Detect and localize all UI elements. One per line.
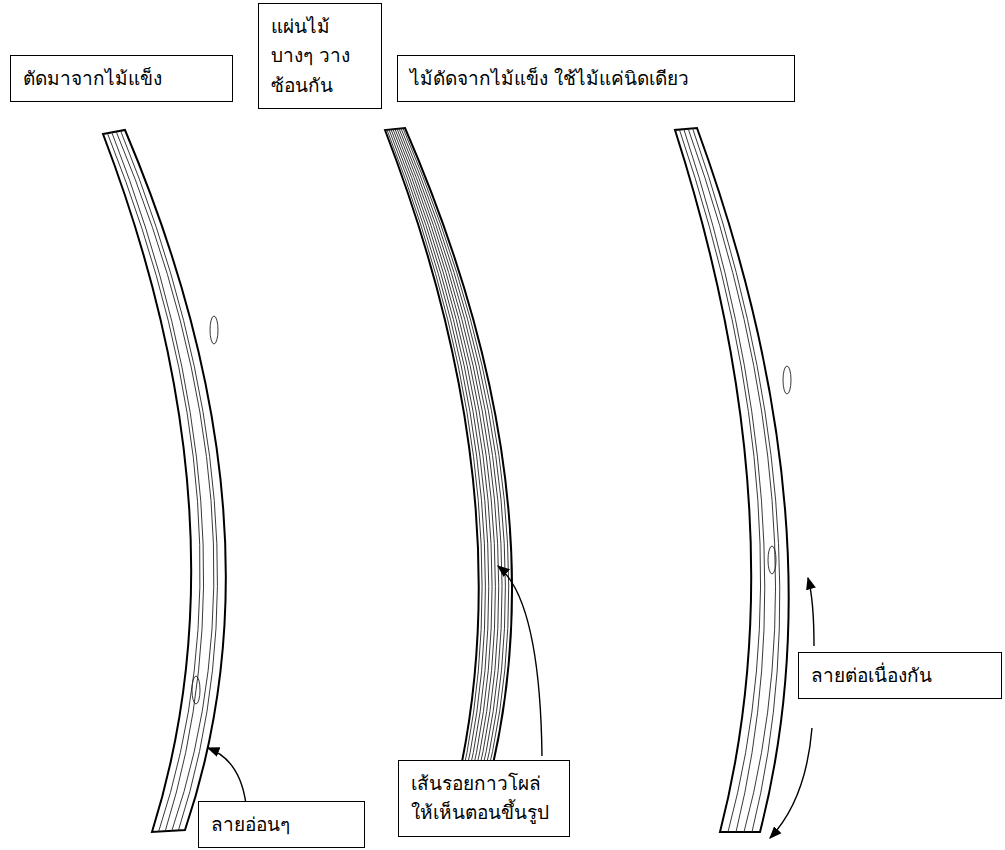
label-box: เส้นรอยกาวโผล่ ให้เห็นตอนขึ้นรูป — [398, 760, 570, 837]
wood-grain — [397, 129, 499, 831]
wood-grain — [403, 128, 509, 830]
wood-grain — [112, 132, 204, 831]
wood-grain — [684, 129, 765, 832]
label-box: ไม้ดัดจากไม้แข็ง ใช้ไม้แค่นิดเดียว — [397, 55, 795, 102]
label-box: ตัดมาจากไม้แข็ง — [10, 55, 233, 102]
wood-slat — [385, 128, 512, 832]
wood-grain — [393, 129, 492, 831]
label-text: แผ่นไม้บางๆ วางซ้อนกัน — [271, 12, 369, 100]
label-box: แผ่นไม้บางๆ วางซ้อนกัน — [258, 3, 382, 109]
wood-grain — [121, 131, 218, 831]
wood-slat — [103, 130, 226, 832]
wood-grain — [679, 130, 760, 832]
leader-arrow — [208, 748, 246, 804]
wood-grain — [399, 129, 502, 831]
wood-knot — [768, 546, 776, 574]
wood-grain — [107, 133, 200, 831]
label-text: ลายต่อเนื่องกัน — [811, 661, 989, 690]
wood-grain — [395, 129, 495, 831]
label-text: ตัดมาจากไม้แข็ง — [23, 64, 220, 93]
wood-knot — [192, 676, 200, 704]
label-box: ลายต่อเนื่องกัน — [798, 652, 1002, 699]
wood-grain — [693, 128, 780, 832]
label-text: ลายอ่อนๆ — [211, 810, 352, 839]
label-box: ลายอ่อนๆ — [198, 801, 365, 848]
wood-knot — [210, 316, 218, 344]
wood-knot — [783, 366, 791, 394]
wood-grain — [391, 129, 489, 831]
leader-arrow — [770, 728, 812, 838]
wood-grain — [688, 129, 775, 832]
label-text: เส้นรอยกาวโผล่ ให้เห็นตอนขึ้นรูป — [411, 769, 557, 828]
wood-grain — [116, 132, 214, 831]
wood-grain — [389, 130, 485, 832]
wood-slat — [675, 128, 789, 832]
leader-arrow — [498, 566, 542, 756]
wood-grain — [401, 128, 505, 830]
leader-arrow — [808, 578, 814, 646]
label-text: ไม้ดัดจากไม้แข็ง ใช้ไม้แค่นิดเดียว — [410, 64, 782, 93]
